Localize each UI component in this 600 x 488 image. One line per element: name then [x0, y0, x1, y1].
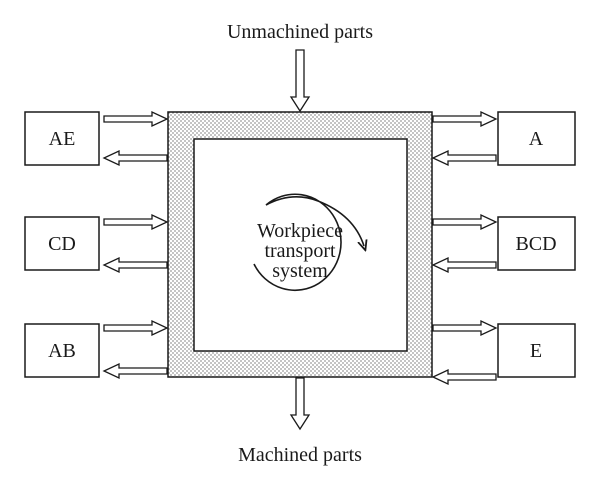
right-machine-3: E	[497, 323, 576, 378]
right-machine-1: A	[497, 111, 576, 166]
arrow-to-frame-2	[103, 213, 169, 231]
circular-arrow-icon	[253, 193, 364, 292]
arrow-to-machine-5	[432, 213, 498, 231]
machine-label: A	[529, 128, 544, 150]
machine-box	[497, 216, 576, 271]
arrow-to-machine-3	[102, 362, 168, 380]
left-machine-2: CD	[24, 216, 100, 271]
arrow-to-machine-4	[432, 110, 498, 128]
machine-box	[497, 323, 576, 378]
center-label-line-2: transport	[264, 240, 336, 262]
center-label: Workpiece transport system	[257, 220, 343, 282]
machine-label: AB	[48, 340, 76, 362]
arrow-to-frame-6	[431, 368, 497, 386]
output-arrow	[289, 377, 311, 431]
input-arrow	[289, 49, 311, 113]
arrow-to-machine-1	[102, 149, 168, 167]
center-label-line-1: Workpiece	[257, 220, 343, 242]
arrow-to-frame-3	[103, 319, 169, 337]
machine-label: BCD	[515, 233, 556, 255]
machine-label: CD	[48, 233, 76, 255]
center-label-line-3: system	[272, 260, 328, 282]
arrow-to-frame-5	[431, 256, 497, 274]
machine-box	[24, 216, 100, 271]
arrow-to-machine-6	[432, 319, 498, 337]
transport-inner-area	[193, 138, 408, 352]
output-label: Machined parts	[238, 444, 362, 466]
machine-label: AE	[49, 128, 76, 150]
machine-box	[24, 111, 100, 166]
machine-box	[24, 323, 100, 378]
arrow-to-frame-1	[103, 110, 169, 128]
left-machine-3: AB	[24, 323, 100, 378]
left-machine-1: AE	[24, 111, 100, 166]
machine-label: E	[530, 340, 542, 362]
arrow-to-machine-2	[102, 256, 168, 274]
right-machine-2: BCD	[497, 216, 576, 271]
input-label: Unmachined parts	[227, 21, 373, 43]
arrow-to-frame-4	[431, 149, 497, 167]
machine-box	[497, 111, 576, 166]
